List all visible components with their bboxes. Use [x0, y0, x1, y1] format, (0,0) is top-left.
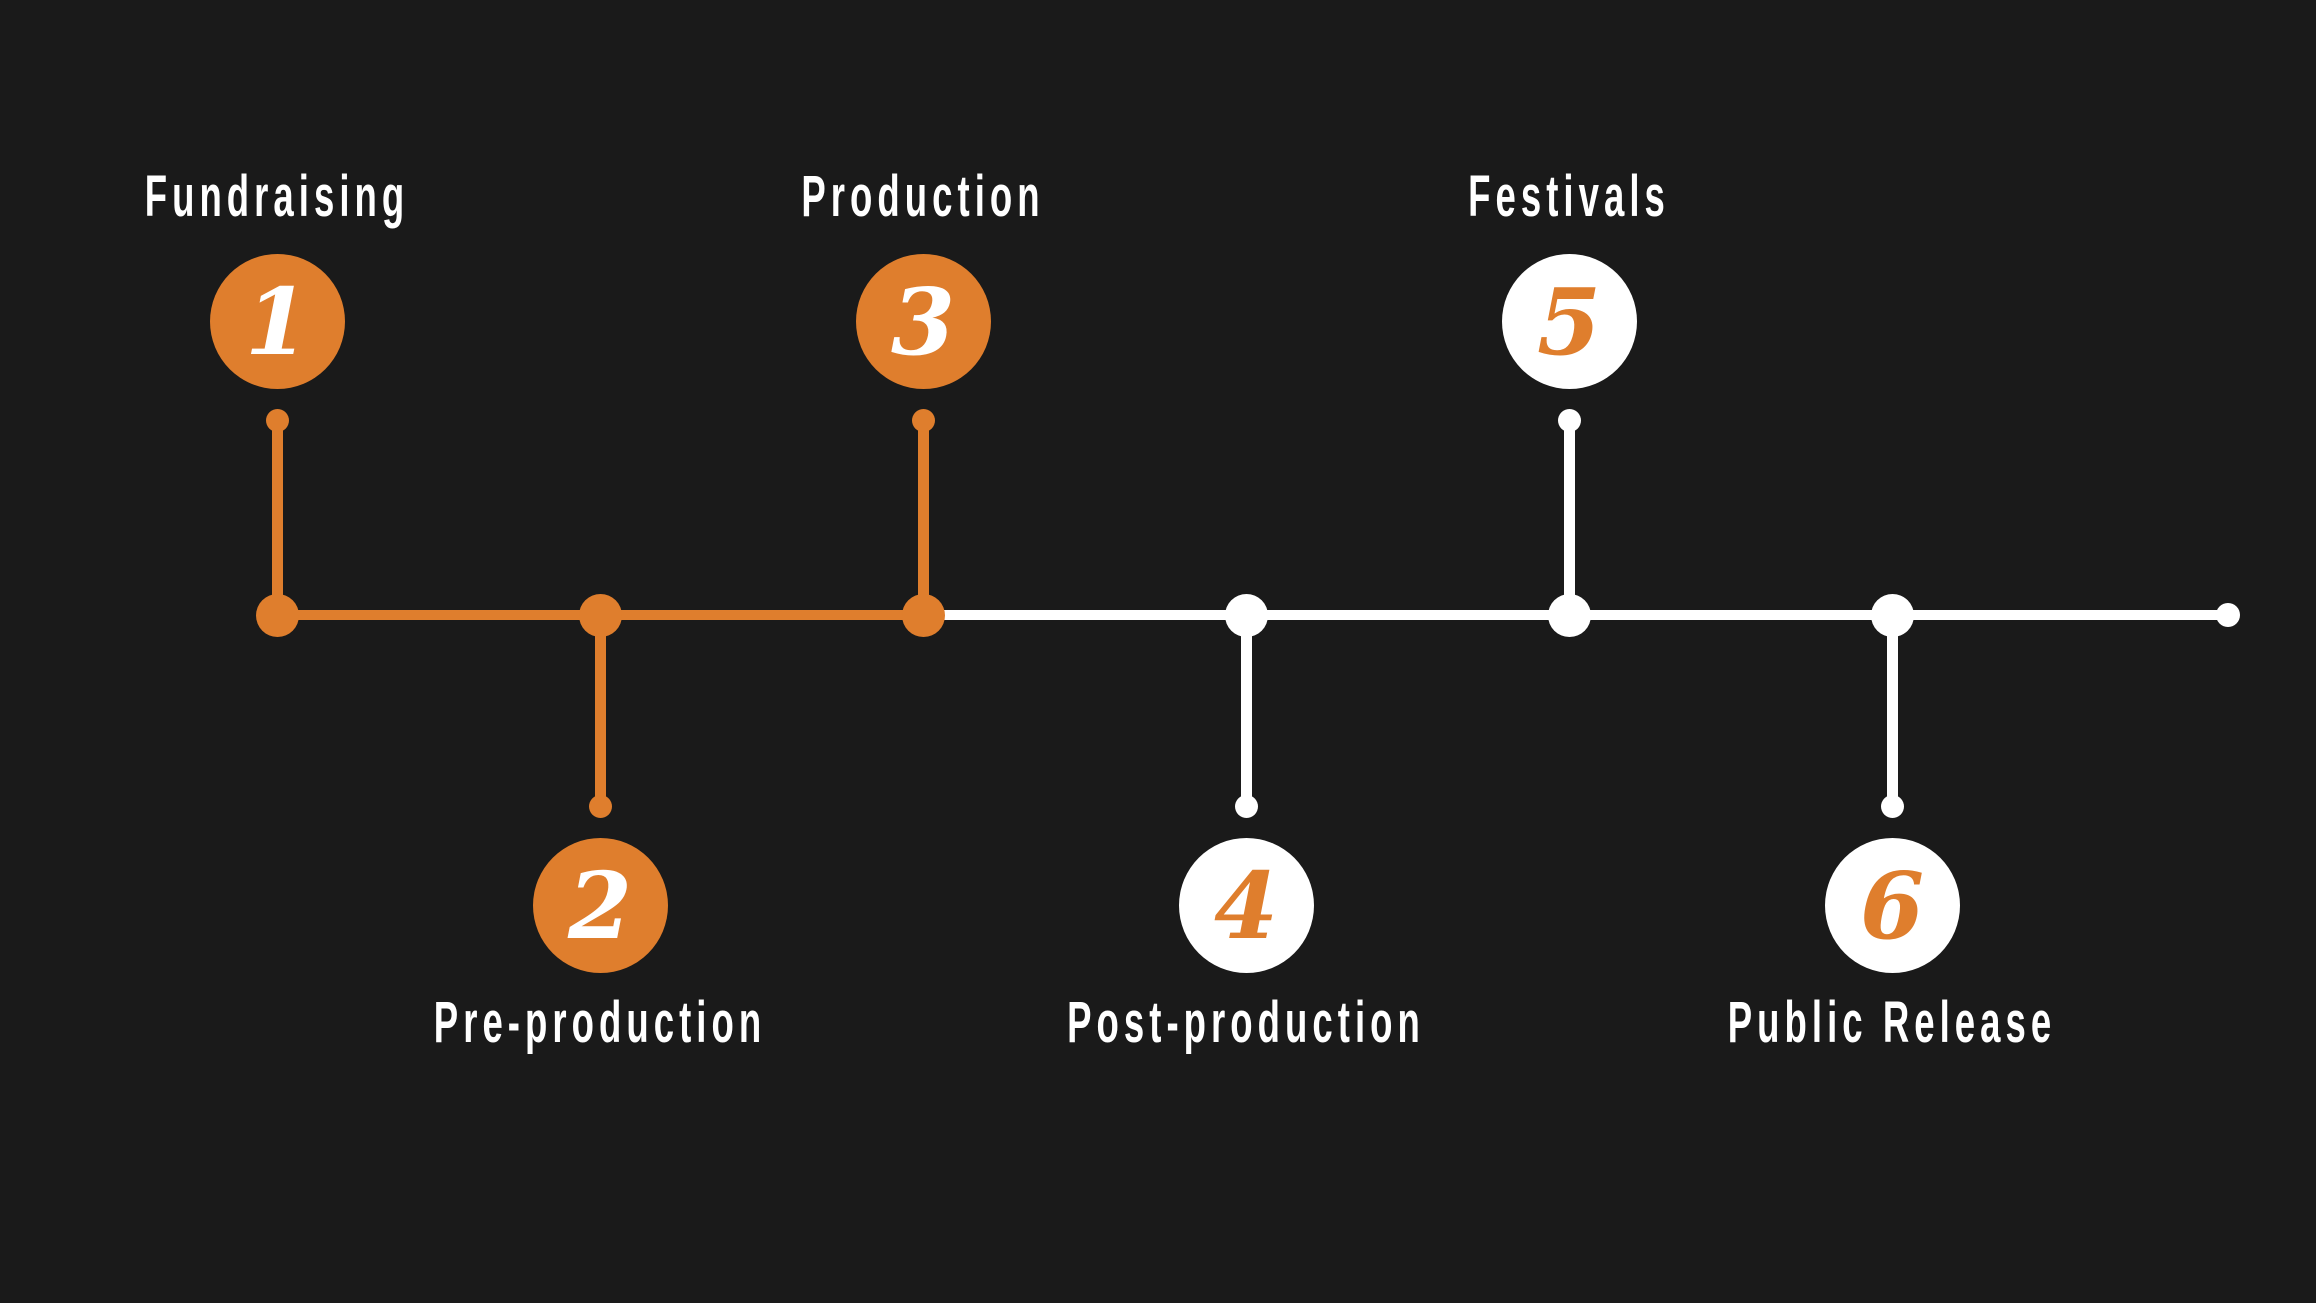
milestone-number: 2: [567, 851, 632, 960]
milestone-number: 4: [1213, 851, 1278, 960]
timeline-node: [1547, 593, 1591, 637]
milestone-label: Fundraising: [144, 164, 410, 229]
milestone-number: 3: [890, 267, 955, 376]
connector-stem: [1563, 420, 1575, 615]
connector-dot: [265, 408, 289, 432]
connector-stem: [917, 420, 929, 615]
milestone-circle: 1: [209, 254, 345, 389]
milestone-label: Festivals: [1468, 164, 1670, 229]
milestone-number: 5: [1536, 267, 1601, 376]
milestone-circle: 5: [1501, 254, 1637, 389]
timeline-node: [1224, 593, 1268, 637]
milestone-circle: 2: [532, 838, 668, 973]
connector-dot: [1234, 794, 1258, 818]
connector-dot: [911, 408, 935, 432]
connector-dot: [1557, 408, 1581, 432]
milestone-number: 6: [1859, 851, 1924, 960]
milestone-circle: 6: [1824, 838, 1960, 973]
milestone-label: Pre-production: [433, 990, 767, 1055]
timeline-node: [578, 593, 622, 637]
connector-stem: [1240, 615, 1252, 806]
milestone-circle: 3: [855, 254, 991, 389]
timeline-node: [901, 593, 945, 637]
connector-stem: [271, 420, 283, 615]
timeline-node: [1870, 593, 1914, 637]
milestone-number: 1: [244, 267, 309, 376]
milestone-label: Post-production: [1067, 990, 1425, 1055]
milestone-circle: 4: [1178, 838, 1314, 973]
connector-dot: [588, 794, 612, 818]
connector-stem: [594, 615, 606, 806]
timeline-node: [255, 593, 299, 637]
connector-stem: [1886, 615, 1898, 806]
timeline-end-dot: [2216, 603, 2240, 627]
milestone-label: Production: [801, 164, 1045, 229]
connector-dot: [1880, 794, 1904, 818]
milestone-label: Public Release: [1727, 990, 2057, 1055]
